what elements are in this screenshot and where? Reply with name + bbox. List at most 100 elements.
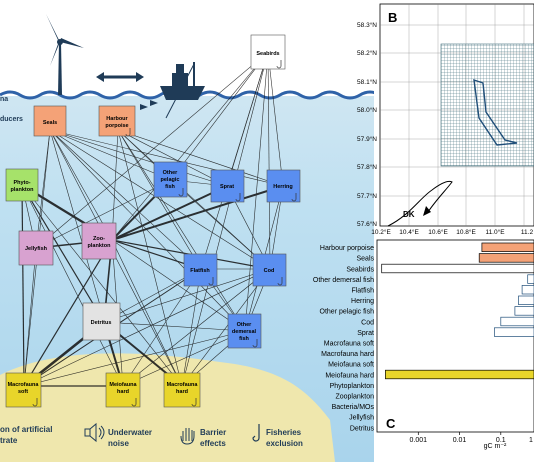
node-sprat-label: Sprat [220,184,234,190]
chart-category-label: Seabirds [346,266,374,273]
lon-tick: 10.4°E [399,228,419,236]
node-jellyfish-label: Jellyfish [25,246,48,252]
chart-bar [518,295,534,305]
map-panel-label: B [388,10,397,25]
lat-tick: 57.6°N [357,220,377,228]
legend-artificial-substrate-1: on of artificial [0,425,52,434]
node-macrofauna-soft-label-2: soft [18,389,28,395]
lat-tick: 57.9°N [357,135,377,143]
chart-x-axis-label: gC m⁻² [484,443,507,450]
fisheries-exclusion-icons [32,60,297,407]
node-macrofauna-soft: Macrofauna soft [5,372,42,408]
fishing-boat-icon [140,62,205,119]
node-phytoplankton: Phyto- plankton [5,168,39,202]
hand-barrier-icon [180,428,195,445]
chart-bar [494,327,534,337]
lat-tick: 58.3°N [357,21,377,29]
node-jellyfish: Jellyfish [18,230,54,266]
node-harbour-porpoise-label-2: porpoise [105,123,128,129]
legend-barrier-effects-1: Barrier [200,428,226,437]
chart-bar [527,274,534,284]
node-flatfish-label: Flatfish [190,268,210,274]
chart-x-tick-label: 0.1 [496,437,506,444]
chart-category-label: Bacteria/MOs [332,404,375,411]
node-macrofauna-soft-label-1: Macrofauna [8,382,40,388]
chart-category-label: Meiofauna soft [328,362,374,369]
fishing-hook-icon [252,424,260,442]
node-harbour-porpoise-label-1: Harbour [106,116,128,122]
map-panel: B DK 58.3°N 58.2°N 58.1°N 58.0°N 57.9°N … [357,0,534,236]
coastline-arrow-icon [423,206,431,216]
node-macrofauna-hard: Macrofauna hard [163,372,201,408]
node-zooplankton-label-1: Zoo- [93,236,105,242]
chart-category-label: Cod [361,319,374,326]
chart-bar [478,253,534,263]
wind-turbine-icon [46,14,84,95]
chart-bar [521,285,534,295]
chart-bar [385,369,534,380]
lat-tick: 57.8°N [357,163,377,171]
node-other-demersal-label-3: fish [239,336,249,342]
node-other-demersal-fish: Other demersal fish [227,313,262,349]
node-detritus: Detritus [82,302,121,341]
chart-category-label: Phytoplankton [330,383,374,390]
chart-category-label: Herring [351,298,374,305]
chart-category-label: Jellyfish [349,415,374,422]
lat-tick: 58.1°N [357,78,377,86]
chart-category-label: Meiofauna hard [325,372,374,379]
sea-surface-label: na [0,96,8,103]
node-detritus-label: Detritus [91,320,112,326]
chart-x-tick-label: 0.01 [453,437,467,444]
lon-ticks: 10.2°E 10.4°E 10.6°E 10.8°E 11.0°E 11.2 [371,228,533,236]
chart-category-label: Flatfish [351,288,374,295]
lat-tick: 58.2°N [357,49,377,57]
chart-category-label: Harbour porpoise [320,245,374,252]
node-meiofauna-hard: Meiofauna hard [105,372,141,408]
chart-category-label: Other pelagic fish [320,309,375,316]
chart-category-label: Zooplankton [335,394,374,401]
impact-legend: on of artificial trate Underwater noise … [0,422,303,448]
chart-bar [500,316,534,327]
chart-bar [481,242,534,252]
node-cod-label: Cod [264,268,275,274]
lon-tick: 10.2°E [371,228,391,236]
speaker-icon [84,422,105,443]
node-harbour-porpoise: Harbour porpoise [98,105,136,137]
node-meiofauna-hard-label-1: Meiofauna [109,382,137,388]
node-zooplankton: Zoo- plankton [81,222,117,260]
chart-category-label: Detritus [350,425,375,432]
node-seals-label: Seals [43,120,57,126]
lon-tick: 10.6°E [428,228,448,236]
wind-farm-polygon [473,78,518,146]
lon-tick: 10.8°E [456,228,476,236]
node-herring-label: Herring [273,184,293,190]
node-meiofauna-hard-label-2: hard [117,389,129,395]
chart-bar [514,306,534,316]
node-seals: Seals [33,105,67,137]
legend-fisheries-exclusion-2: exclusion [266,439,303,448]
food-web-panel: na ducers [0,14,381,462]
chart-bar [381,263,534,274]
node-phytoplankton-label-2: plankton [11,187,35,193]
node-other-pelagic-fish: Other pelagic fish [153,161,188,198]
chart-category-label: Sprat [357,330,374,337]
chart-category-label: Macrofauna hard [321,351,374,358]
lat-ticks: 58.3°N 58.2°N 58.1°N 58.0°N 57.9°N 57.8°… [357,21,377,228]
dk-label: DK [403,210,415,219]
chart-panel-label: C [386,416,396,431]
coastline [387,181,453,227]
legend-fisheries-exclusion-1: Fisheries [266,428,302,437]
chart-x-tick-label: 1 [529,437,533,444]
node-seabirds: Seabirds [250,34,286,70]
interaction-arrow-icon [96,72,144,82]
lat-tick: 58.0°N [357,106,377,114]
chart-category-label: Seals [356,256,374,263]
legend-underwater-noise-1: Underwater [108,428,152,437]
node-macrofauna-hard-label-2: hard [176,389,188,395]
node-flatfish: Flatfish [183,253,218,287]
legend-barrier-effects-2: effects [200,439,226,448]
node-other-demersal-label-2: demersal [232,329,257,335]
node-other-pelagic-label-2: pelagic [161,177,180,183]
